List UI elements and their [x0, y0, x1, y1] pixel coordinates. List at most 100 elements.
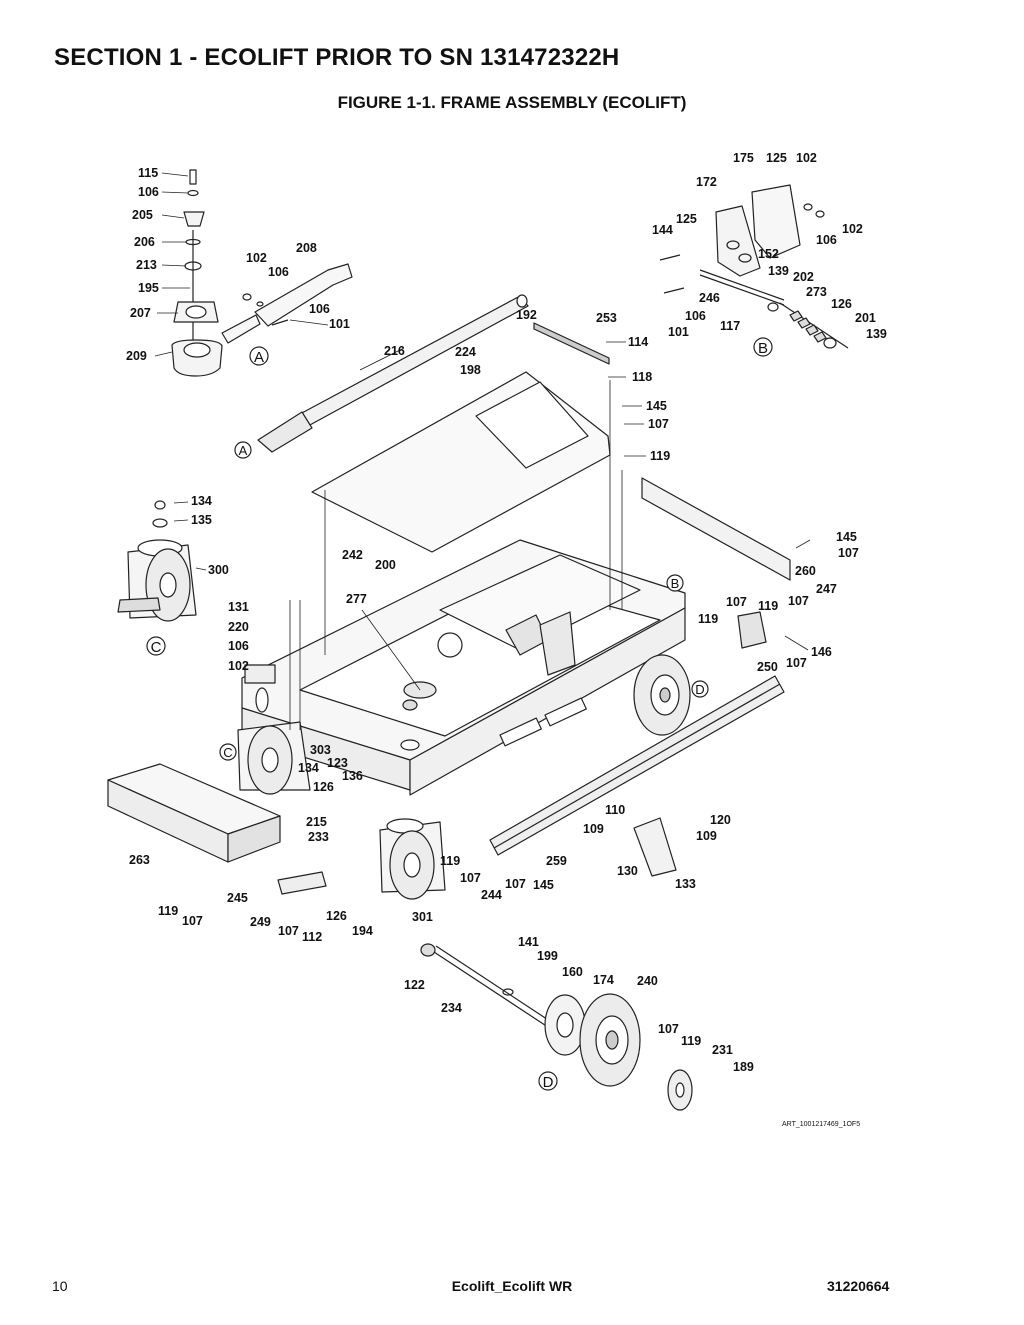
callout-106: 106	[309, 302, 330, 316]
wheel-axle-drawing	[420, 943, 693, 1111]
detail-b-drawing	[171, 169, 353, 377]
callout-107: 107	[278, 924, 299, 938]
callout-213: 213	[136, 258, 157, 272]
section-title: SECTION 1 - ECOLIFT PRIOR TO SN 13147232…	[54, 44, 620, 71]
callout-131: 131	[228, 600, 249, 614]
callout-115: 115	[138, 166, 158, 180]
callout-109: 109	[583, 822, 604, 836]
callout-152: 152	[758, 247, 779, 261]
callout-263: 263	[129, 853, 150, 867]
callout-110: 110	[605, 803, 625, 817]
callout-109: 109	[696, 829, 717, 843]
detail-marker-b-detail-view: B	[758, 340, 768, 357]
callout-244: 244	[481, 888, 502, 902]
callout-125: 125	[676, 212, 697, 226]
callout-133: 133	[675, 877, 696, 891]
callout-134: 134	[298, 761, 319, 775]
callout-242: 242	[342, 548, 363, 562]
callout-107: 107	[658, 1022, 679, 1036]
art-id: ART_1001217469_1OF5	[782, 1121, 860, 1128]
callout-201: 201	[855, 311, 876, 325]
callout-119: 119	[681, 1034, 701, 1048]
callout-139: 139	[768, 264, 789, 278]
callout-202: 202	[793, 270, 814, 284]
callout-145: 145	[646, 399, 667, 413]
callout-200: 200	[375, 558, 396, 572]
callout-130: 130	[617, 864, 638, 878]
detail-marker-c-reference: C	[223, 745, 232, 760]
callout-106: 106	[138, 185, 159, 199]
callout-216: 216	[384, 344, 405, 358]
callout-136: 136	[342, 769, 363, 783]
callout-107: 107	[788, 594, 809, 608]
callout-102: 102	[796, 151, 817, 165]
callout-198: 198	[460, 363, 481, 377]
callout-253: 253	[596, 311, 617, 325]
callout-114: 114	[628, 335, 648, 349]
callout-207: 207	[130, 306, 151, 320]
callout-194: 194	[352, 924, 373, 938]
callout-101: 101	[668, 325, 689, 339]
detail-a-drawing	[659, 184, 849, 349]
callout-146: 146	[811, 645, 832, 659]
callout-106: 106	[816, 233, 837, 247]
callout-119: 119	[698, 612, 718, 626]
callout-139: 139	[866, 327, 887, 341]
callout-107: 107	[505, 877, 526, 891]
callout-260: 260	[795, 564, 816, 578]
leader-lines	[154, 172, 811, 730]
detail-marker-b-reference: B	[671, 576, 680, 591]
callout-125: 125	[766, 151, 787, 165]
callout-107: 107	[648, 417, 669, 431]
callout-189: 189	[733, 1060, 754, 1074]
detail-marker-a-detail-view: A	[254, 349, 264, 366]
callout-192: 192	[516, 308, 537, 322]
callout-209: 209	[126, 349, 147, 363]
detail-circles	[146, 337, 773, 1091]
callout-246: 246	[699, 291, 720, 305]
callout-208: 208	[296, 241, 317, 255]
callout-145: 145	[533, 878, 554, 892]
callout-234: 234	[441, 1001, 462, 1015]
callout-126: 126	[326, 909, 347, 923]
callout-144: 144	[652, 223, 673, 237]
cover-plate-drawing	[311, 322, 611, 553]
callout-107: 107	[182, 914, 203, 928]
callout-102: 102	[246, 251, 267, 265]
callout-175: 175	[733, 151, 754, 165]
callout-107: 107	[460, 871, 481, 885]
callout-106: 106	[685, 309, 706, 323]
callout-118: 118	[632, 370, 652, 384]
detail-marker-d-reference: D	[695, 682, 704, 697]
callout-119: 119	[650, 449, 670, 463]
callout-233: 233	[308, 830, 329, 844]
callout-199: 199	[537, 949, 558, 963]
callout-119: 119	[158, 904, 178, 918]
callout-224: 224	[455, 345, 476, 359]
callout-107: 107	[838, 546, 859, 560]
step-drawing	[107, 763, 677, 895]
callout-259: 259	[546, 854, 567, 868]
callout-277: 277	[346, 592, 367, 606]
callout-247: 247	[816, 582, 837, 596]
caster-drawing	[117, 500, 446, 900]
callout-120: 120	[710, 813, 731, 827]
callout-206: 206	[134, 235, 155, 249]
callout-106: 106	[228, 639, 249, 653]
side-rail-drawing	[489, 477, 791, 856]
callout-205: 205	[132, 208, 153, 222]
callout-172: 172	[696, 175, 717, 189]
callout-112: 112	[302, 930, 322, 944]
callout-126: 126	[313, 780, 334, 794]
callout-220: 220	[228, 620, 249, 634]
page-number: 10	[52, 1278, 68, 1294]
callout-122: 122	[404, 978, 425, 992]
callout-101: 101	[329, 317, 350, 331]
callout-250: 250	[757, 660, 778, 674]
callout-231: 231	[712, 1043, 733, 1057]
callout-102: 102	[228, 659, 249, 673]
figure-title: FIGURE 1-1. FRAME ASSEMBLY (ECOLIFT)	[337, 93, 687, 112]
callout-134: 134	[191, 494, 212, 508]
detail-marker-a-reference: A	[239, 443, 248, 458]
